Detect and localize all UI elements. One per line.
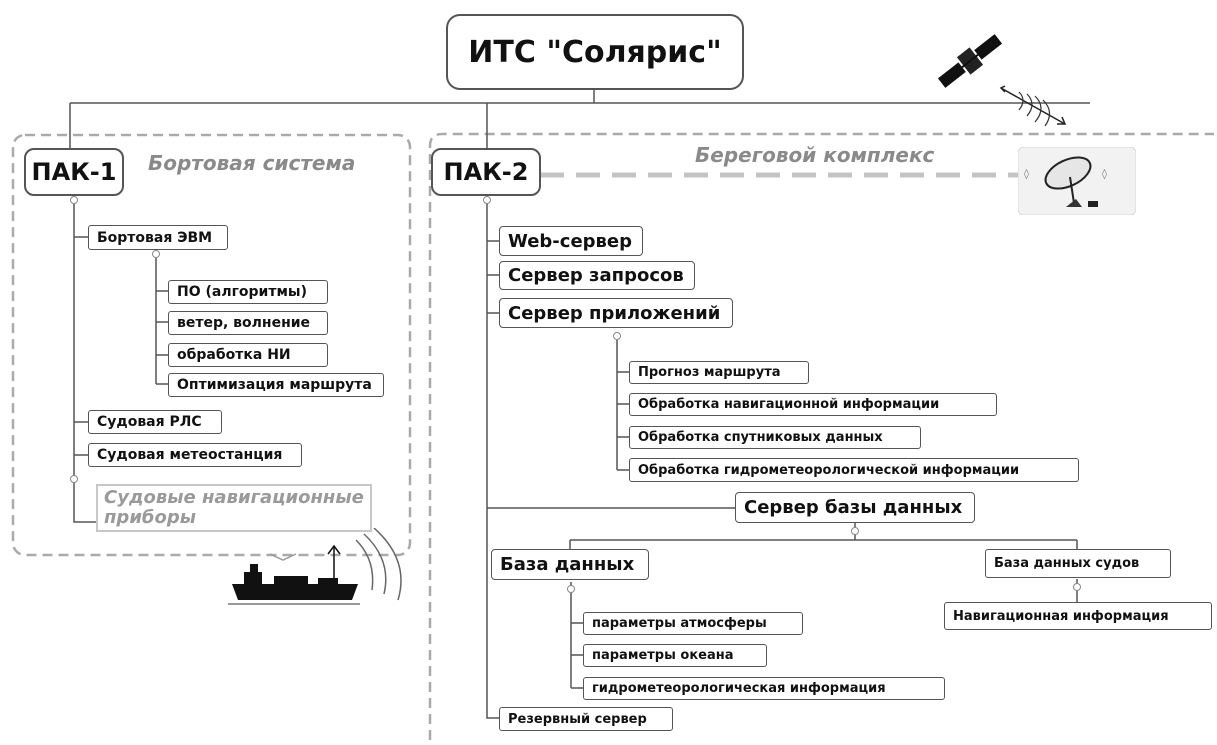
app-server-node[interactable]: Сервер приложений bbox=[499, 298, 733, 328]
app-links bbox=[616, 340, 629, 471]
wind-waves-node[interactable]: ветер, волнение bbox=[168, 311, 328, 335]
pak1-frame bbox=[11, 133, 412, 557]
pak1-links bbox=[73, 196, 96, 523]
pak2-links bbox=[486, 196, 735, 719]
ships-db-node[interactable]: База данных судов bbox=[985, 549, 1171, 578]
ship-radar-node[interactable]: Судовая РЛС bbox=[88, 410, 222, 434]
svg-text:◊: ◊ bbox=[1024, 168, 1029, 180]
collapse-toggle[interactable] bbox=[70, 196, 78, 204]
pak1-node[interactable]: ПАК-1 bbox=[24, 148, 124, 196]
collapse-toggle[interactable] bbox=[567, 585, 575, 593]
ocean-params-node[interactable]: параметры океана bbox=[583, 644, 767, 667]
signal-waves-icon bbox=[999, 85, 1067, 127]
nav-devices-node[interactable]: Судовые навигационные приборы bbox=[96, 484, 372, 532]
pak1-section-title: Бортовая система bbox=[148, 151, 356, 175]
collapse-toggle[interactable] bbox=[851, 527, 859, 535]
database-node[interactable]: База данных bbox=[491, 549, 649, 580]
expand-toggle[interactable] bbox=[70, 475, 78, 483]
evm-links bbox=[155, 258, 168, 385]
database-links bbox=[570, 582, 583, 689]
hydromet-processing-node[interactable]: Обработка гидрометеорологической информа… bbox=[629, 458, 1079, 482]
nav-info-node[interactable]: Навигационная информация bbox=[944, 602, 1212, 630]
nav-processing-node[interactable]: обработка НИ bbox=[168, 343, 328, 367]
backup-server-node[interactable]: Резервный сервер bbox=[499, 707, 673, 731]
satellite-icon bbox=[937, 34, 1003, 88]
satellite-dish-icon: ◊ ◊ bbox=[1018, 147, 1136, 215]
collapse-toggle[interactable] bbox=[483, 196, 491, 204]
software-node[interactable]: ПО (алгоритмы) bbox=[168, 280, 328, 304]
route-forecast-node[interactable]: Прогноз маршрута bbox=[629, 361, 809, 384]
web-server-node[interactable]: Web-сервер bbox=[499, 226, 643, 256]
nav-info-processing-node[interactable]: Обработка навигационной информации bbox=[629, 393, 997, 416]
pak2-section-title: Береговой комплекс bbox=[695, 143, 935, 167]
pak2-frame bbox=[428, 132, 1214, 740]
atmosphere-params-node[interactable]: параметры атмосферы bbox=[583, 612, 803, 635]
onboard-computer-node[interactable]: Бортовая ЭВМ bbox=[88, 225, 228, 250]
svg-text:◊: ◊ bbox=[1102, 168, 1107, 180]
root-link bbox=[69, 90, 1090, 148]
root-node[interactable]: ИТС "Солярис" bbox=[446, 14, 744, 90]
pak2-node[interactable]: ПАК-2 bbox=[431, 148, 541, 196]
route-optimization-node[interactable]: Оптимизация маршрута bbox=[168, 373, 384, 397]
collapse-toggle[interactable] bbox=[613, 332, 621, 340]
hydromet-info-node[interactable]: гидрометеорологическая информация bbox=[583, 677, 945, 700]
db-server-node[interactable]: Сервер базы данных bbox=[735, 492, 975, 523]
satellite-data-processing-node[interactable]: Обработка спутниковых данных bbox=[629, 426, 921, 449]
collapse-toggle[interactable] bbox=[1073, 583, 1081, 591]
ship-icon bbox=[228, 528, 402, 605]
collapse-toggle[interactable] bbox=[152, 250, 160, 258]
ship-weather-station-node[interactable]: Судовая метеостанция bbox=[88, 443, 302, 467]
query-server-node[interactable]: Сервер запросов bbox=[499, 261, 695, 290]
db-links bbox=[569, 523, 1078, 549]
